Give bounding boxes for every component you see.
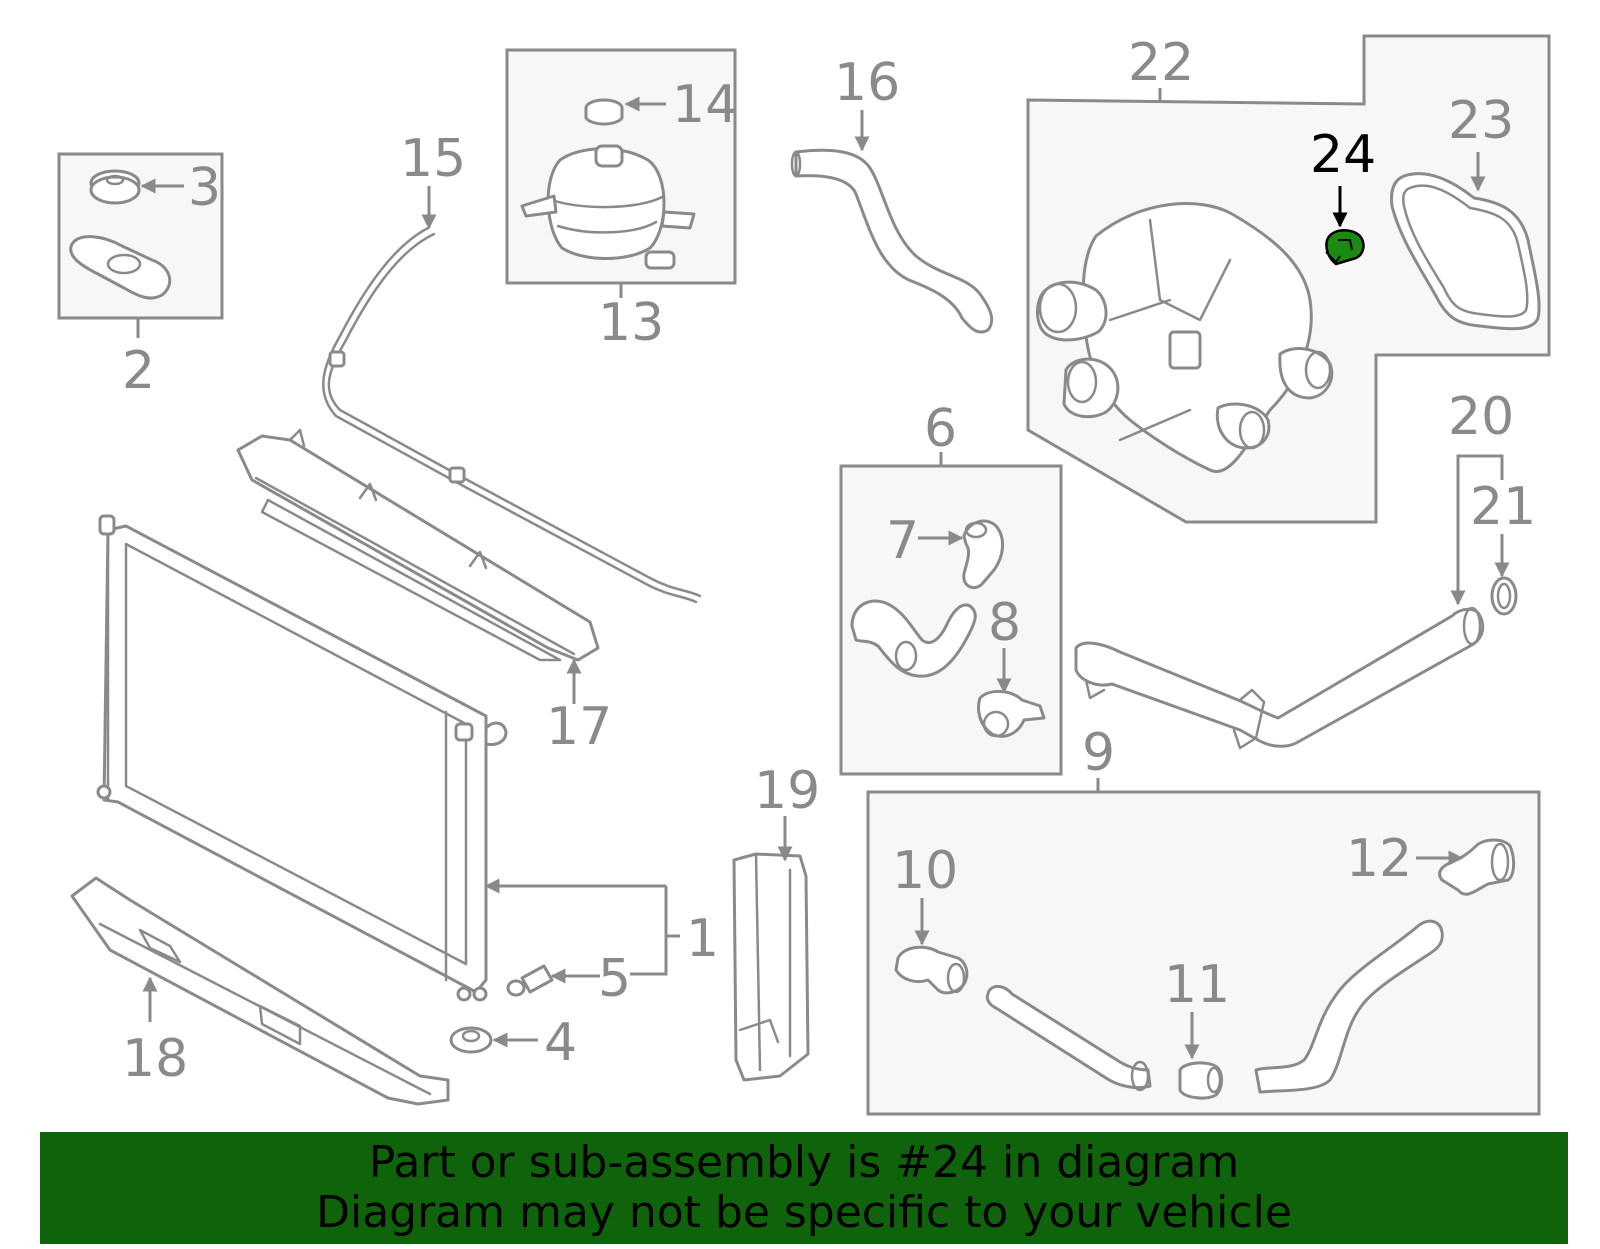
bushing-part-3 [89,169,141,205]
callout-8: 8 [988,593,1021,653]
reservoir-cap-part-14 [584,98,624,126]
banner-line-2: Diagram may not be specific to your vehi… [316,1187,1292,1238]
callout-22: 22 [1128,33,1194,93]
air-guide-part-19 [732,852,810,1082]
lower-hose-group-9 [1254,919,1444,1094]
callout-17: 17 [546,697,612,757]
mount-bushing-part-4 [449,1026,493,1054]
banner-line-1: Part or sub-assembly is #24 in diagram [368,1137,1240,1188]
connector-part-11 [1178,1061,1223,1100]
callout-20: 20 [1448,387,1514,447]
upper-hose-part-16 [790,148,994,334]
radiator-support-part-17 [236,428,600,662]
callout-12: 12 [1346,829,1412,889]
callout-6: 6 [924,399,957,459]
air-deflector-part-18 [70,876,450,1106]
leader-1 [630,886,668,976]
bracket-part-2 [69,235,172,300]
callout-10: 10 [892,841,958,901]
callout-13: 13 [598,293,664,353]
drain-plug-part-5 [506,964,554,997]
callout-5: 5 [598,949,631,1009]
connector-part-7 [962,519,1004,590]
callout-14: 14 [672,75,738,135]
info-banner: Part or sub-assembly is #24 in diagram D… [40,1132,1568,1244]
coolant-pipe-part-20 [1074,606,1485,750]
callout-3: 3 [188,158,221,218]
callout-24[interactable]: 24 [1310,125,1376,185]
callout-19: 19 [754,761,820,821]
callout-23: 23 [1448,91,1514,151]
elbow-part-10 [894,945,969,995]
callout-11: 11 [1164,955,1230,1015]
callout-9: 9 [1082,723,1115,783]
callout-15: 15 [400,129,466,189]
overflow-hose-part-15 [322,226,702,604]
leader-20-bracket [1456,454,1504,480]
radiator-part-1 [96,514,508,1002]
callout-16: 16 [834,53,900,113]
callout-18: 18 [122,1029,188,1089]
reservoir-tank-part-13 [520,144,696,270]
callout-21: 21 [1470,477,1536,537]
pipe-group-9 [985,985,1152,1092]
hose-group-6 [850,599,977,678]
gasket-part-23 [1390,172,1541,331]
callout-1: 1 [686,909,719,969]
thermostat-housing-part-22 [1036,202,1334,474]
callout-7: 7 [886,511,919,571]
callout-2: 2 [122,341,155,401]
callout-4: 4 [544,1013,577,1073]
o-ring-part-21 [1490,576,1518,616]
highlighted-part-24[interactable] [1325,229,1365,266]
